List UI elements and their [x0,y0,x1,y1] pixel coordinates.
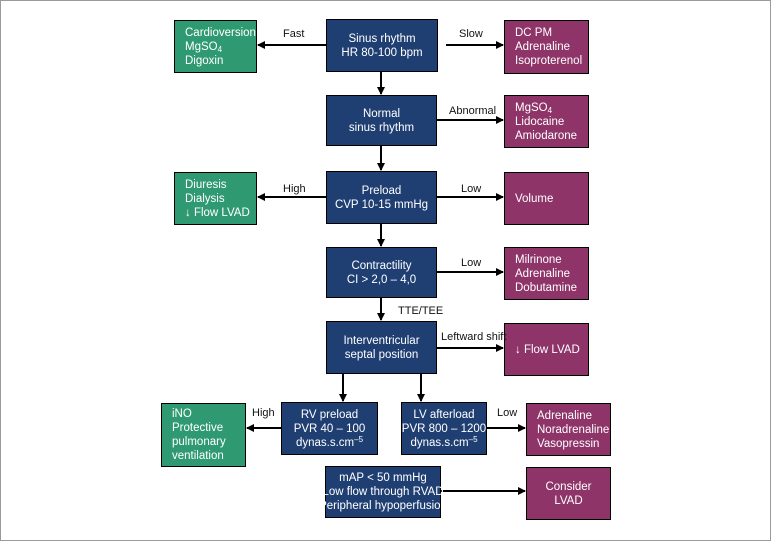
node-line: PVR 40 – 100 [293,422,366,435]
node-line: Amiodarone [515,129,578,142]
node-line: RV preload [300,408,359,421]
node-line: dynas.s.cm–5 [410,434,478,450]
node-leftward-treatment: ↓ Flow LVAD [504,323,589,376]
node-line: MgSO4 [185,40,222,54]
node-line: mAP < 50 mmHg [339,472,427,484]
node-abnormal-treatment: MgSO4 Lidocaine Amiodarone [504,95,589,148]
node-line: DC PM [515,27,553,39]
label-fast: Fast [283,28,305,40]
chem-subscript: 4 [547,105,553,115]
node-slow-treatment: DC PM Adrenaline Isoproterenol [504,20,589,74]
node-line: Cardioversion [185,26,256,39]
node-line: Adrenaline [515,267,570,280]
node-rv-treatment: iNO Protective pulmonary ventilation [161,403,246,467]
node-lv-treatment: Adrenaline Noradrenaline Vasopressin [526,403,611,456]
node-line: Digoxin [185,54,224,67]
node-line: Normal [362,107,401,120]
unit-exponent: –5 [468,434,478,444]
label-low-preload: Low [461,183,482,195]
node-line: Contractility [351,259,412,272]
node-low-preload-treatment: Volume [504,172,589,225]
node-rv-preload: RV preload PVR 40 – 100 dynas.s.cm–5 [281,402,378,455]
label-slow: Slow [459,28,483,40]
node-line: ↓ Flow LVAD [185,206,250,219]
node-line: MgSO4 [515,101,552,115]
node-line: ventilation [172,450,224,462]
node-line: Interventricular [343,334,420,347]
node-preload: Preload CVP 10-15 mmHg [326,171,437,224]
node-line: septal position [344,348,419,361]
node-line: HR 80-100 bpm [341,46,423,59]
label-tte-tee: TTE/TEE [398,305,444,317]
label-abnormal: Abnormal [449,105,497,117]
label-high-preload: High [283,183,306,195]
node-line: Isoproterenol [515,55,583,67]
node-fast-treatment: Cardioversion MgSO4 Digoxin [174,20,257,73]
node-line: Noradrenaline [537,423,610,436]
node-line: ↓ Flow LVAD [515,343,580,356]
node-map-criteria: mAP < 50 mmHg Low flow through RVAD Peri… [319,466,447,518]
chem-text: MgSO [515,101,548,114]
node-line: Preload [361,184,402,197]
node-line: iNO [172,408,192,420]
node-line: dynas.s.cm–5 [295,434,364,450]
node-line: Consider [545,480,592,493]
node-line: pulmonary [172,436,226,448]
node-low-contractility-treatment: Milrinone Adrenaline Dobutamine [504,247,589,300]
unit-exponent: –5 [354,434,364,444]
node-line: Volume [515,192,554,205]
node-line: Lidocaine [515,115,565,128]
node-line: Peripheral hypoperfusion [319,500,447,512]
label-low-lv: Low [497,407,518,419]
unit-text: dynas.s.cm [295,436,355,449]
node-line: PVR 800 – 1200 [401,422,487,435]
node-normal-sinus-rhythm: Normal sinus rhythm [326,95,437,146]
node-line: CVP 10-15 mmHg [334,198,429,211]
node-line: CI > 2,0 – 4,0 [346,273,417,286]
chem-text: MgSO [185,40,218,53]
node-high-preload-treatment: Diuresis Dialysis ↓ Flow LVAD [174,172,257,225]
node-line: Vasopressin [537,437,600,450]
label-low-contractility: Low [461,257,482,269]
node-line: Sinus rhythm [348,32,416,45]
node-line: sinus rhythm [348,121,415,134]
node-line: Low flow through RVAD [322,486,444,498]
chem-subscript: 4 [217,44,223,54]
node-line: LV afterload [413,408,475,421]
node-line: Dobutamine [515,281,578,294]
node-line: Milrinone [515,253,562,266]
node-line: Adrenaline [515,41,570,53]
node-septal-position: Interventricular septal position [326,321,437,374]
node-lv-afterload: LV afterload PVR 800 – 1200 dynas.s.cm–5 [401,402,487,455]
node-line: Protective [172,422,224,434]
node-line: Adrenaline [537,409,592,422]
node-line: Diuresis [185,178,227,191]
label-high-rv: High [252,407,275,419]
node-contractility: Contractility CI > 2,0 – 4,0 [326,247,437,298]
label-leftward-shift: Leftward shift [441,331,507,343]
node-line: Dialysis [185,192,225,205]
node-line: LVAD [554,494,583,507]
node-sinus-rhythm: Sinus rhythm HR 80-100 bpm [326,19,438,72]
unit-text: dynas.s.cm [410,436,469,449]
node-consider-lvad: Consider LVAD [526,467,611,520]
